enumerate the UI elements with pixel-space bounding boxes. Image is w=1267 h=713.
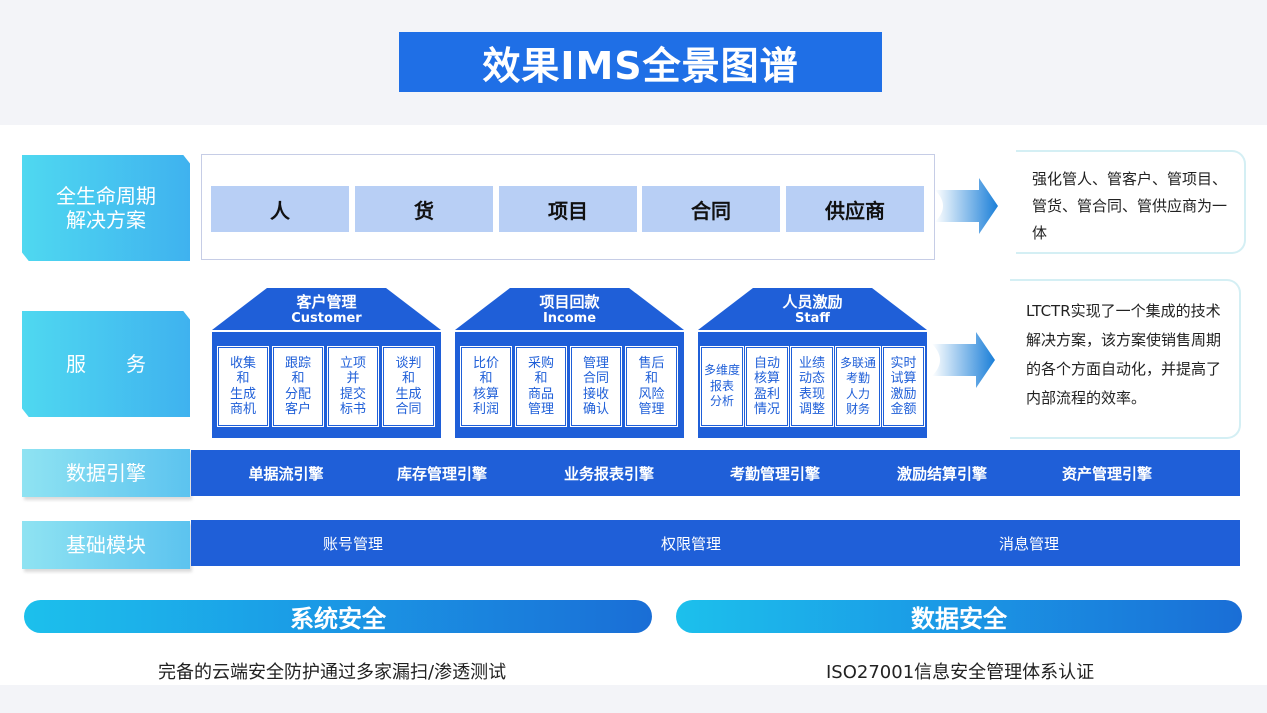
service-subitem: 比价 和 核算 利润 [460, 346, 512, 427]
lifecycle-item-contract: 合同 [642, 186, 780, 232]
service-subitem: 自动 核算 盈利 情况 [745, 346, 789, 427]
service-card-title: 项目回款 [539, 293, 600, 311]
engine-item: 激励结算引擎 [896, 464, 987, 483]
service-note: LTCTR实现了一个集成的技术解决方案，该方案使销售周期的各个方面自动化，并提高… [1010, 279, 1241, 439]
service-card-title: 客户管理 [296, 293, 357, 311]
service-subitem: 跟踪 和 分配 客户 [272, 346, 324, 427]
service-subitem: 谈判 和 生成 合同 [382, 346, 435, 427]
data-security-banner: 数据安全 [676, 600, 1242, 633]
service-card-roof: 项目回款 Income [455, 288, 684, 330]
service-card-income: 项目回款 Income 比价 和 核算 利润 采购 和 商品 管理 管理 合同 … [455, 288, 684, 438]
lifecycle-item-supplier: 供应商 [786, 186, 924, 232]
service-subitem: 管理 合同 接收 确认 [570, 346, 622, 427]
base-row-label: 基础模块 [22, 521, 190, 569]
engine-bar: 单据流引擎 库存管理引擎 业务报表引擎 考勤管理引擎 激励结算引擎 资产管理引擎 [191, 450, 1240, 496]
bottom-band [0, 685, 1267, 713]
lifecycle-row-label: 全生命周期 解决方案 [22, 155, 190, 261]
base-module-bar: 账号管理 权限管理 消息管理 [191, 520, 1240, 566]
service-subitem: 实时 试算 激励 金额 [882, 346, 925, 427]
page-title: 效果IMS全景图谱 [399, 32, 882, 92]
engine-item: 库存管理引擎 [396, 464, 487, 483]
service-subitem: 多维度 报表 分析 [700, 346, 744, 427]
system-security-caption: 完备的云端安全防护通过多家漏扫/渗透测试 [158, 662, 507, 683]
service-card-customer: 客户管理 Customer 收集 和 生成 商机 跟踪 和 分配 客户 立项 并… [212, 288, 441, 438]
service-row-label: 服 务 [22, 311, 190, 417]
base-module-item: 消息管理 [998, 534, 1059, 553]
engine-row-label: 数据引擎 [22, 449, 190, 497]
engine-item: 考勤管理引擎 [729, 464, 820, 483]
service-subitem: 多联通 考勤 人力 财务 [835, 346, 881, 427]
service-card-staff: 人员激励 Staff 多维度 报表 分析 自动 核算 盈利 情况 业绩 动态 表… [698, 288, 927, 438]
service-subitem: 采购 和 商品 管理 [515, 346, 567, 427]
lifecycle-note: 强化管人、管客户、管项目、管货、管合同、管供应商为一体 [1016, 150, 1246, 254]
service-card-body: 多维度 报表 分析 自动 核算 盈利 情况 业绩 动态 表现 调整 多联通 考勤… [698, 332, 927, 438]
engine-item: 单据流引擎 [248, 464, 324, 483]
data-security-caption: ISO27001信息安全管理体系认证 [826, 662, 1095, 683]
service-card-body: 收集 和 生成 商机 跟踪 和 分配 客户 立项 并 提交 标书 谈判 和 生成… [212, 332, 441, 438]
base-module-item: 权限管理 [660, 534, 721, 553]
service-card-subtitle: Staff [795, 311, 830, 326]
base-module-item: 账号管理 [322, 534, 383, 553]
system-security-banner: 系统安全 [24, 600, 652, 633]
service-subitem: 立项 并 提交 标书 [327, 346, 379, 427]
lifecycle-box: 人 货 项目 合同 供应商 [201, 154, 935, 260]
engine-item: 业务报表引擎 [563, 464, 654, 483]
service-subitem: 售后 和 风险 管理 [625, 346, 678, 427]
engine-item: 资产管理引擎 [1061, 464, 1152, 483]
lifecycle-item-project: 项目 [499, 186, 637, 232]
service-card-roof: 人员激励 Staff [698, 288, 927, 330]
right-arrow-icon [932, 332, 995, 388]
lifecycle-item-people: 人 [211, 186, 349, 232]
service-card-subtitle: Customer [291, 311, 362, 326]
service-card-body: 比价 和 核算 利润 采购 和 商品 管理 管理 合同 接收 确认 售后 和 风… [455, 332, 684, 438]
lifecycle-item-goods: 货 [355, 186, 493, 232]
service-card-roof: 客户管理 Customer [212, 288, 441, 330]
service-card-subtitle: Income [542, 311, 597, 326]
service-subitem: 收集 和 生成 商机 [217, 346, 269, 427]
right-arrow-icon [935, 178, 998, 234]
service-subitem: 业绩 动态 表现 调整 [790, 346, 834, 427]
service-card-title: 人员激励 [782, 293, 843, 311]
